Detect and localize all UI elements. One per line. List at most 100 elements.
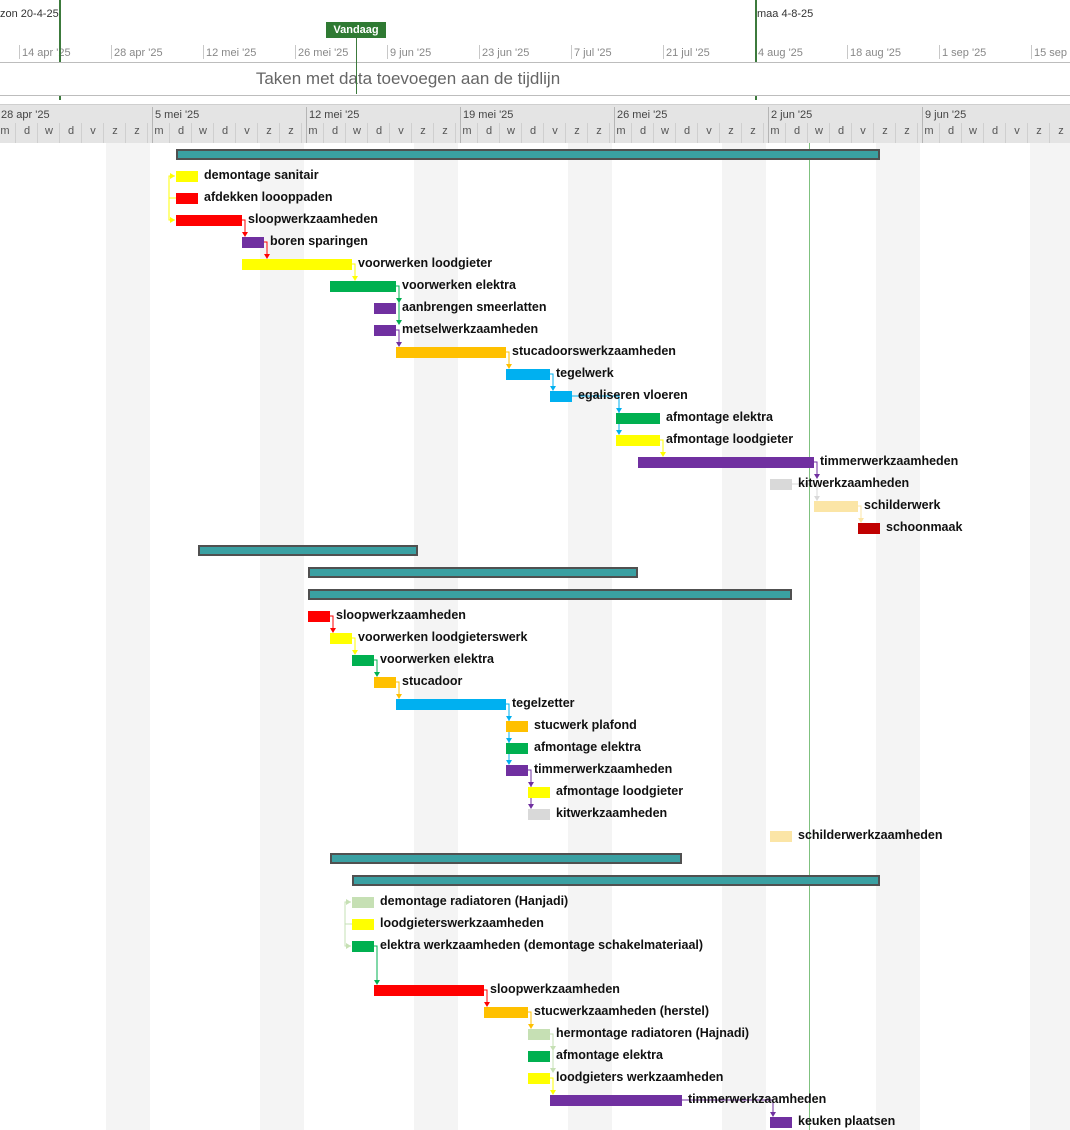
task-bar[interactable] bbox=[374, 325, 396, 336]
dependency-arrowhead bbox=[242, 232, 248, 237]
day-separator bbox=[521, 123, 522, 143]
day-separator bbox=[565, 123, 566, 143]
day-separator bbox=[323, 123, 324, 143]
day-label: z bbox=[288, 125, 294, 137]
task-bar[interactable] bbox=[176, 193, 198, 204]
day-label: v bbox=[90, 125, 96, 137]
task-bar[interactable] bbox=[616, 435, 660, 446]
task-bar[interactable] bbox=[374, 303, 396, 314]
day-label: m bbox=[308, 125, 318, 137]
task-bar[interactable] bbox=[396, 347, 506, 358]
summary-task-bar[interactable] bbox=[352, 875, 880, 886]
dependency-arrowhead bbox=[374, 980, 380, 985]
task-bar[interactable] bbox=[528, 1073, 550, 1084]
task-bar[interactable] bbox=[506, 369, 550, 380]
task-bar[interactable] bbox=[638, 457, 814, 468]
day-label: z bbox=[596, 125, 602, 137]
timeline-date-label: 9 jun '25 bbox=[390, 47, 432, 59]
dependency-link bbox=[506, 351, 510, 365]
task-label: stucwerkzaamheden (herstel) bbox=[534, 1004, 710, 1018]
task-bar[interactable] bbox=[616, 413, 660, 424]
day-label: d bbox=[947, 125, 955, 137]
task-bar[interactable] bbox=[352, 897, 374, 908]
summary-task-bar[interactable] bbox=[308, 589, 792, 600]
dependency-arrowhead bbox=[550, 1068, 556, 1073]
day-separator bbox=[59, 123, 60, 143]
week-label: 19 mei '25 bbox=[463, 109, 514, 121]
task-bar[interactable] bbox=[550, 1095, 682, 1106]
task-bar[interactable] bbox=[396, 699, 506, 710]
task-bar[interactable] bbox=[770, 831, 792, 842]
task-bar[interactable] bbox=[352, 941, 374, 952]
task-bar[interactable] bbox=[308, 611, 330, 622]
task-bar[interactable] bbox=[528, 787, 550, 798]
task-bar[interactable] bbox=[506, 765, 528, 776]
day-label: w bbox=[507, 125, 515, 137]
task-label: timmerwerkzaamheden bbox=[820, 454, 959, 468]
day-separator bbox=[125, 123, 126, 143]
task-bar[interactable] bbox=[374, 677, 396, 688]
task-bar[interactable] bbox=[506, 743, 528, 754]
day-separator bbox=[675, 123, 676, 143]
dependency-link bbox=[168, 175, 176, 199]
day-label: v bbox=[244, 125, 250, 137]
task-label: stucadoorswerkzaamheden bbox=[512, 344, 676, 358]
task-bar[interactable] bbox=[770, 479, 792, 490]
day-separator bbox=[257, 123, 258, 143]
day-label: d bbox=[991, 125, 999, 137]
day-label: z bbox=[750, 125, 756, 137]
day-separator bbox=[609, 123, 610, 143]
summary-task-bar[interactable] bbox=[308, 567, 638, 578]
task-bar[interactable] bbox=[352, 655, 374, 666]
timeline-date-label: 12 mei '25 bbox=[206, 47, 257, 59]
task-label: loodgieterswerkzaamheden bbox=[380, 916, 544, 930]
task-bar[interactable] bbox=[176, 215, 242, 226]
dependency-link bbox=[396, 681, 400, 695]
timeline-date-label: 26 mei '25 bbox=[298, 47, 349, 59]
day-separator bbox=[499, 123, 500, 143]
timeline-date-label: 4 aug '25 bbox=[758, 47, 803, 59]
timeline-empty-text: Taken met data toevoegen aan de tijdlijn bbox=[255, 69, 561, 88]
dependency-link bbox=[242, 219, 246, 233]
task-label: egaliseren vloeren bbox=[578, 388, 688, 402]
week-label: 12 mei '25 bbox=[309, 109, 360, 121]
task-bar[interactable] bbox=[352, 919, 374, 930]
task-bar[interactable] bbox=[550, 391, 572, 402]
day-label: d bbox=[793, 125, 801, 137]
day-separator bbox=[367, 123, 368, 143]
task-bar[interactable] bbox=[506, 721, 528, 732]
task-bar[interactable] bbox=[330, 633, 352, 644]
day-separator bbox=[455, 123, 456, 143]
task-label: afmontage elektra bbox=[534, 740, 641, 754]
day-separator bbox=[1027, 123, 1028, 143]
task-bar[interactable] bbox=[528, 809, 550, 820]
task-bar[interactable] bbox=[528, 1029, 550, 1040]
timeline-date-tick bbox=[295, 45, 296, 59]
task-bar[interactable] bbox=[770, 1117, 792, 1128]
task-bar[interactable] bbox=[528, 1051, 550, 1062]
task-bar[interactable] bbox=[242, 237, 264, 248]
task-bar[interactable] bbox=[176, 171, 198, 182]
summary-task-bar[interactable] bbox=[198, 545, 418, 556]
task-bar[interactable] bbox=[484, 1007, 528, 1018]
task-label: afmontage elektra bbox=[666, 410, 773, 424]
timeline-band[interactable]: Taken met data toevoegen aan de tijdlijn bbox=[0, 62, 1070, 96]
day-separator bbox=[697, 123, 698, 143]
day-label: d bbox=[529, 125, 537, 137]
weekend-column bbox=[260, 143, 304, 1130]
task-label: schilderwerk bbox=[864, 498, 941, 512]
task-bar[interactable] bbox=[374, 985, 484, 996]
task-bar[interactable] bbox=[242, 259, 352, 270]
summary-task-bar[interactable] bbox=[176, 149, 880, 160]
day-separator bbox=[147, 123, 148, 143]
task-bar[interactable] bbox=[814, 501, 858, 512]
task-bar[interactable] bbox=[330, 281, 396, 292]
summary-task-bar[interactable] bbox=[330, 853, 682, 864]
day-label: z bbox=[574, 125, 580, 137]
task-label: voorwerken loodgieter bbox=[358, 256, 493, 270]
task-bar[interactable] bbox=[858, 523, 880, 534]
